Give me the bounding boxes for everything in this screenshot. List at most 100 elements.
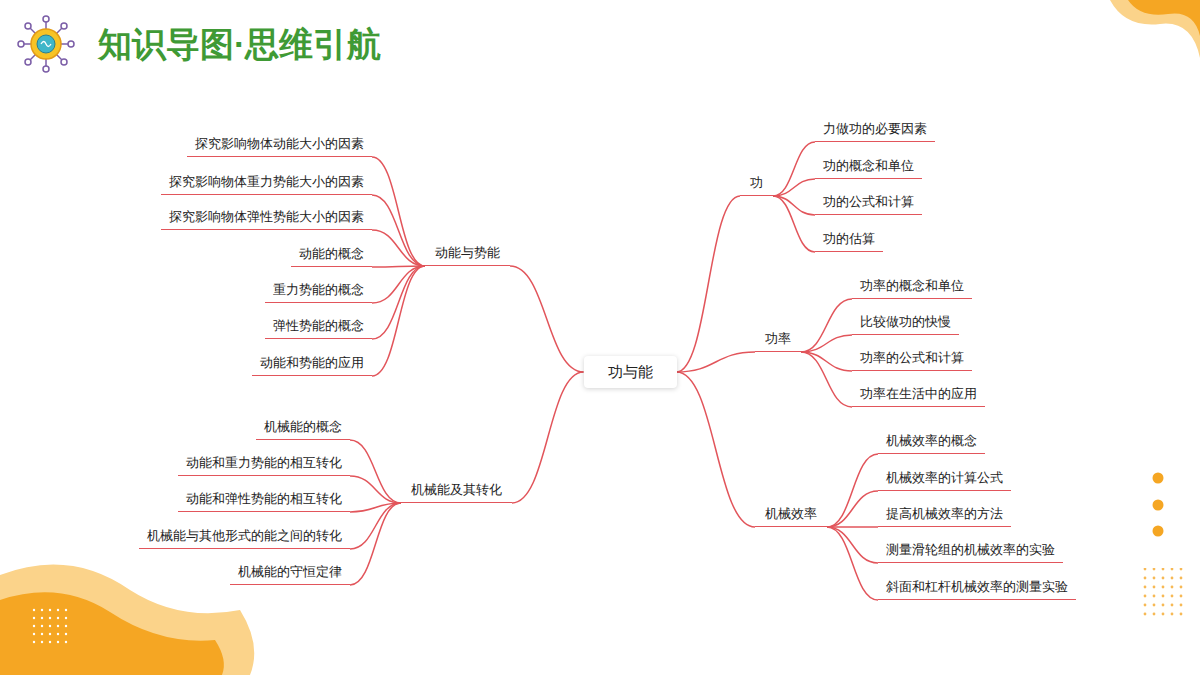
- leaf-topic: 机械效率的计算公式: [878, 469, 1011, 491]
- branch-connector: [372, 195, 425, 266]
- branch-topic: 机械能及其转化: [401, 481, 512, 503]
- leaf-topic: 动能和弹性势能的相互转化: [178, 490, 350, 512]
- topic-text: 力做功的必要因素: [823, 121, 927, 136]
- branch-topic: 功: [740, 174, 773, 196]
- topic-text: 动能和重力势能的相互转化: [186, 455, 342, 470]
- topic-text: 动能与势能: [435, 245, 500, 260]
- topic-text: 功率的概念和单位: [860, 278, 964, 293]
- leaf-topic: 动能和势能的应用: [252, 354, 372, 376]
- page-title: 知识导图·思维引航: [98, 22, 381, 66]
- dot: [1153, 526, 1164, 537]
- branch-connector: [773, 142, 815, 196]
- leaf-topic: 探究影响物体重力势能大小的因素: [161, 173, 372, 195]
- branch-topic: 机械效率: [755, 505, 827, 527]
- topic-text: 机械能的概念: [264, 419, 342, 434]
- topic-text: 探究影响物体重力势能大小的因素: [169, 174, 364, 189]
- topic-text: 探究影响物体弹性势能大小的因素: [169, 209, 364, 224]
- topic-text: 动能和弹性势能的相互转化: [186, 491, 342, 506]
- leaf-topic: 动能的概念: [291, 245, 372, 267]
- branch-connector: [801, 335, 852, 352]
- branch-connector: [677, 352, 756, 372]
- leaf-topic: 机械能的守恒定律: [230, 563, 350, 585]
- topic-text: 功: [750, 175, 763, 190]
- branch-connector: [801, 352, 852, 371]
- topic-text: 测量滑轮组的机械效率的实验: [886, 542, 1055, 557]
- leaf-topic: 功率的公式和计算: [852, 349, 972, 371]
- leaf-topic: 功率在生活中的应用: [852, 385, 985, 407]
- topic-text: 功率的公式和计算: [860, 350, 964, 365]
- leaf-topic: 重力势能的概念: [265, 281, 372, 303]
- leaf-topic: 力做功的必要因素: [815, 120, 935, 142]
- topic-text: 比较做功的快慢: [860, 314, 951, 329]
- branch-connector: [350, 476, 401, 503]
- topic-text: 功的估算: [823, 231, 875, 246]
- brain-icon: [18, 16, 74, 72]
- dot-grid: [28, 604, 72, 648]
- topic-text: 机械能的守恒定律: [238, 564, 342, 579]
- topic-text: 弹性势能的概念: [273, 318, 364, 333]
- topic-text: 机械效率的概念: [886, 433, 977, 448]
- leaf-topic: 斜面和杠杆机械效率的测量实验: [878, 578, 1076, 600]
- branch-connector: [801, 352, 852, 407]
- branch-connector: [512, 372, 584, 503]
- leaf-topic: 机械效率的概念: [878, 432, 985, 454]
- topic-text: 机械效率的计算公式: [886, 470, 1003, 485]
- topic-text: 功率在生活中的应用: [860, 386, 977, 401]
- branch-topic: 动能与势能: [425, 244, 510, 266]
- topic-text: 机械能及其转化: [411, 482, 502, 497]
- topic-text: 动能的概念: [299, 246, 364, 261]
- branch-connector: [510, 266, 584, 372]
- topic-text: 提高机械效率的方法: [886, 506, 1003, 521]
- leaf-topic: 功的估算: [815, 230, 883, 252]
- topic-text: 斜面和杠杆机械效率的测量实验: [886, 579, 1068, 594]
- topic-text: 探究影响物体动能大小的因素: [195, 136, 364, 151]
- leaf-topic: 探究影响物体弹性势能大小的因素: [161, 208, 372, 230]
- dot-grid: [1138, 568, 1188, 618]
- corner-shape: [0, 564, 254, 675]
- topic-text: 机械能与其他形式的能之间的转化: [147, 528, 342, 543]
- leaf-topic: 提高机械效率的方法: [878, 505, 1011, 527]
- dot: [1153, 473, 1164, 484]
- topic-text: 功的公式和计算: [823, 194, 914, 209]
- leaf-topic: 机械能的概念: [256, 418, 350, 440]
- leaf-topic: 功的公式和计算: [815, 193, 922, 215]
- branch-connector: [372, 157, 425, 266]
- topic-text: 动能和势能的应用: [260, 355, 364, 370]
- topic-text: 功与能: [608, 363, 653, 380]
- branch-connector: [827, 454, 878, 527]
- branch-connector: [677, 372, 756, 527]
- leaf-topic: 探究影响物体动能大小的因素: [187, 135, 372, 157]
- leaf-topic: 机械能与其他形式的能之间的转化: [139, 527, 350, 549]
- topic-text: 功率: [765, 331, 791, 346]
- branch-connector: [350, 440, 401, 503]
- branch-topic: 功率: [755, 330, 801, 352]
- topic-text: 功的概念和单位: [823, 158, 914, 173]
- branch-connector: [827, 527, 878, 563]
- leaf-topic: 比较做功的快慢: [852, 313, 959, 335]
- topic-text: 机械效率: [765, 506, 817, 521]
- branch-connector: [827, 527, 878, 600]
- leaf-topic: 测量滑轮组的机械效率的实验: [878, 541, 1063, 563]
- corner-shape: [1110, 0, 1200, 58]
- topic-text: 重力势能的概念: [273, 282, 364, 297]
- dot: [1153, 500, 1164, 511]
- branch-connector: [773, 179, 815, 196]
- branch-connector: [372, 266, 425, 339]
- corner-shape: [1128, 0, 1200, 36]
- branch-connector: [372, 230, 425, 266]
- branch-connector: [773, 196, 815, 252]
- branch-connector: [372, 266, 425, 303]
- branch-connector: [801, 299, 852, 352]
- branch-connector: [350, 503, 401, 585]
- corner-shape: [0, 592, 224, 675]
- branch-connector: [677, 196, 741, 372]
- branch-connector: [827, 491, 878, 527]
- leaf-topic: 弹性势能的概念: [265, 317, 372, 339]
- central-topic: 功与能: [584, 356, 677, 388]
- leaf-topic: 功的概念和单位: [815, 157, 922, 179]
- leaf-topic: 功率的概念和单位: [852, 277, 972, 299]
- leaf-topic: 动能和重力势能的相互转化: [178, 454, 350, 476]
- branch-connector: [372, 266, 425, 376]
